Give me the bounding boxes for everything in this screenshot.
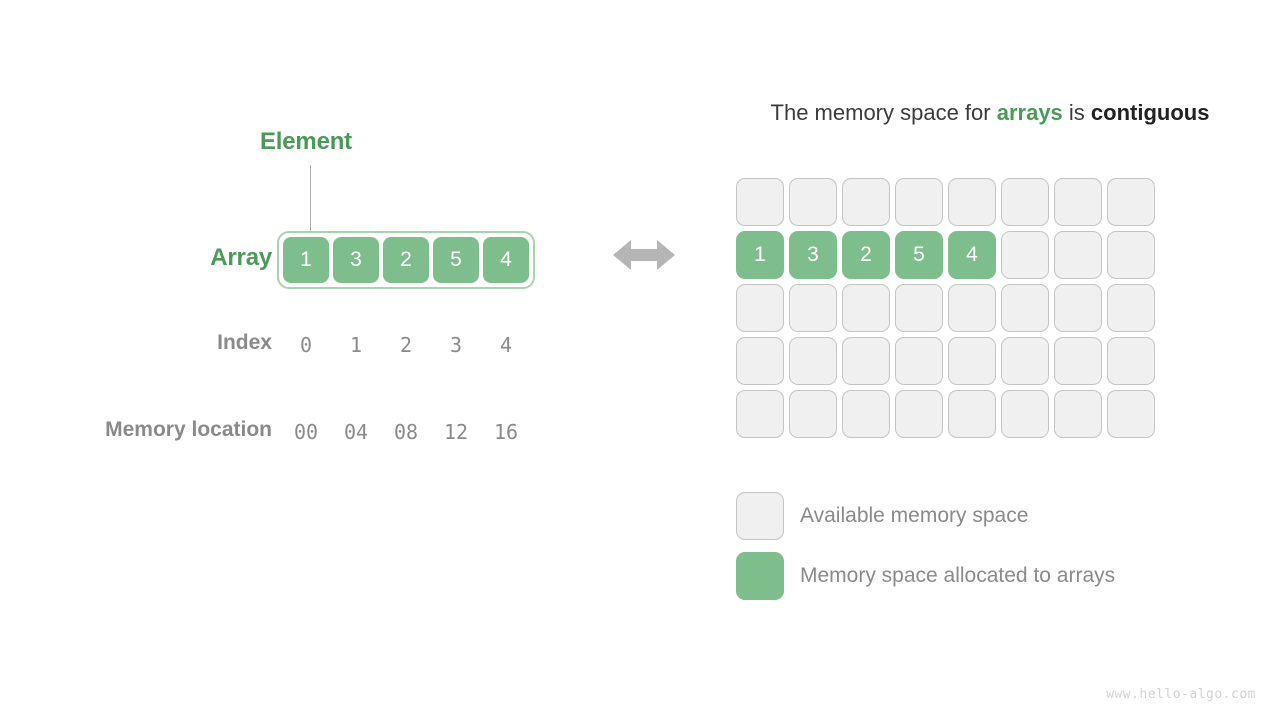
- memory-cell-allocated: 5: [895, 231, 943, 279]
- memory-grid-row: [736, 284, 1155, 332]
- memory-location-row-label: Memory location: [105, 418, 272, 441]
- headline-part-2: is: [1062, 100, 1091, 125]
- memory-cell-free: [1107, 178, 1155, 226]
- memory-cell-free: [1054, 337, 1102, 385]
- headline: The memory space for arrays is contiguou…: [712, 100, 1268, 126]
- memory-location-value: 04: [343, 420, 369, 444]
- legend: Available memory space Memory space allo…: [736, 492, 1115, 600]
- memory-cell-free: [842, 390, 890, 438]
- memory-cell-free: [1054, 231, 1102, 279]
- index-value: 4: [499, 333, 513, 357]
- memory-cell-free: [948, 178, 996, 226]
- memory-cell-free: [736, 284, 784, 332]
- memory-cell-free: [1107, 231, 1155, 279]
- memory-location-value: 12: [443, 420, 469, 444]
- legend-item-available: Available memory space: [736, 492, 1115, 540]
- memory-cell-free: [895, 390, 943, 438]
- index-value: 2: [399, 333, 413, 357]
- memory-cell-free: [1054, 178, 1102, 226]
- memory-cell-free: [789, 390, 837, 438]
- array-cell: 5: [433, 237, 479, 283]
- array-container: 1 3 2 5 4: [277, 231, 535, 289]
- memory-cell-free: [736, 390, 784, 438]
- watermark: www.hello-algo.com: [1106, 687, 1256, 702]
- array-logical-panel: Element Array 1 3 2 5 4 Index 0 1 2 3 4 …: [105, 128, 675, 444]
- memory-cell-free: [789, 178, 837, 226]
- memory-cell-free: [1107, 390, 1155, 438]
- memory-cell-allocated: 4: [948, 231, 996, 279]
- memory-cell-free: [895, 284, 943, 332]
- memory-cell-free: [1054, 284, 1102, 332]
- memory-cell-free: [842, 178, 890, 226]
- memory-cell-free: [948, 390, 996, 438]
- memory-grid-row: [736, 337, 1155, 385]
- element-callout-label: Element: [260, 128, 352, 155]
- array-cell: 2: [383, 237, 429, 283]
- index-row-label: Index: [217, 331, 272, 354]
- double-headed-arrow-icon: [613, 235, 675, 280]
- memory-cell-free: [1001, 337, 1049, 385]
- legend-label: Available memory space: [800, 504, 1029, 527]
- memory-grid-row: [736, 390, 1155, 438]
- headline-emphasis-contiguous: contiguous: [1090, 100, 1210, 125]
- memory-cell-free: [895, 337, 943, 385]
- memory-cell-free: [736, 178, 784, 226]
- headline-highlight-arrays: arrays: [996, 100, 1063, 125]
- index-value: 0: [299, 333, 313, 357]
- memory-grid: 1 3 2 5 4: [736, 178, 1155, 438]
- memory-grid-row: 1 3 2 5 4: [736, 231, 1155, 279]
- memory-location-value: 16: [493, 420, 519, 444]
- memory-cell-free: [1001, 390, 1049, 438]
- memory-cell-free: [948, 337, 996, 385]
- memory-cell-free: [1001, 284, 1049, 332]
- memory-cell-free: [736, 337, 784, 385]
- legend-label: Memory space allocated to arrays: [800, 564, 1116, 587]
- array-cell: 4: [483, 237, 529, 283]
- memory-cell-free: [842, 284, 890, 332]
- index-value: 3: [449, 333, 463, 357]
- memory-cell-allocated: 1: [736, 231, 784, 279]
- memory-location-value: 08: [393, 420, 419, 444]
- index-value-row: 0 1 2 3 4: [277, 333, 535, 357]
- memory-cell-free: [842, 337, 890, 385]
- legend-item-allocated: Memory space allocated to arrays: [736, 552, 1115, 600]
- memory-cell-free: [789, 337, 837, 385]
- memory-cell-free: [1107, 284, 1155, 332]
- memory-cell-free: [1054, 390, 1102, 438]
- memory-cell-free: [1001, 178, 1049, 226]
- legend-swatch-free: [736, 492, 784, 540]
- memory-grid-row: [736, 178, 1155, 226]
- memory-location-value-row: 00 04 08 12 16: [277, 420, 535, 444]
- array-cell: 3: [333, 237, 379, 283]
- array-cell: 1: [283, 237, 329, 283]
- memory-cell-free: [789, 284, 837, 332]
- memory-physical-panel: The memory space for arrays is contiguou…: [700, 0, 1280, 720]
- index-value: 1: [349, 333, 363, 357]
- headline-part-1: The memory space for: [770, 100, 997, 125]
- legend-swatch-allocated: [736, 552, 784, 600]
- memory-cell-allocated: 2: [842, 231, 890, 279]
- array-row-label: Array: [210, 244, 272, 271]
- memory-location-value: 00: [293, 420, 319, 444]
- memory-cell-free: [895, 178, 943, 226]
- memory-cell-free: [948, 284, 996, 332]
- element-connector-line: [310, 165, 311, 237]
- memory-cell-free: [1001, 231, 1049, 279]
- memory-cell-allocated: 3: [789, 231, 837, 279]
- memory-cell-free: [1107, 337, 1155, 385]
